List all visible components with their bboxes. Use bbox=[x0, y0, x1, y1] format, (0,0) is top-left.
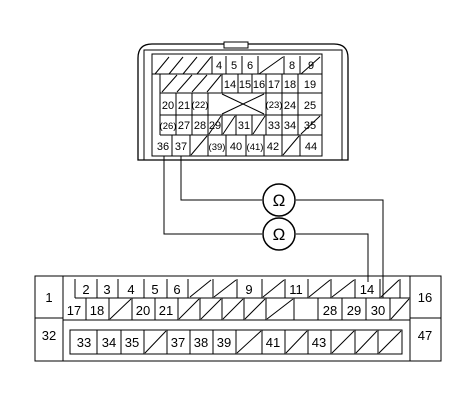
ohm-symbol: Ω bbox=[273, 191, 286, 210]
lower-connector bbox=[34, 275, 442, 362]
upper-pin-label: 14 bbox=[224, 79, 236, 91]
ohmmeter-icon bbox=[262, 217, 296, 251]
lower-pin-label: 47 bbox=[418, 328, 432, 343]
lower-pin-label: 30 bbox=[371, 303, 385, 318]
lower-pin-label: 28 bbox=[323, 303, 337, 318]
upper-pin-label: 16 bbox=[253, 79, 265, 91]
upper-pin-label: 4 bbox=[216, 60, 222, 72]
upper-connector-latch bbox=[223, 41, 249, 49]
upper-pin-label: 42 bbox=[267, 141, 279, 153]
upper-pin-label: (41) bbox=[247, 142, 264, 153]
upper-pin-labels: 4 5 6 8 9 14 15 16 17 18 19 20 21 (22) (… bbox=[157, 60, 317, 153]
upper-pin-label: 29 bbox=[209, 120, 221, 132]
lower-pin-label: 20 bbox=[136, 303, 150, 318]
lower-pin-label: 5 bbox=[151, 282, 158, 297]
upper-pin-label: 36 bbox=[157, 141, 169, 153]
ohm-symbol: Ω bbox=[273, 225, 286, 244]
lower-pin-label: 33 bbox=[77, 335, 91, 350]
lower-pin-label: 6 bbox=[173, 282, 180, 297]
upper-pin-label: 8 bbox=[289, 60, 295, 72]
lower-pin-label: 14 bbox=[360, 282, 374, 297]
ohmmeter-icon bbox=[262, 183, 296, 217]
lower-pin-label: 3 bbox=[103, 282, 110, 297]
lower-pin-label: 2 bbox=[82, 282, 89, 297]
upper-pin-label: 19 bbox=[304, 79, 316, 91]
upper-pin-label: 15 bbox=[239, 79, 251, 91]
upper-pin-label: (39) bbox=[209, 142, 226, 153]
ohmmeter-upper: Ω bbox=[262, 183, 296, 217]
test-lead-pin36-to-pin14 bbox=[163, 156, 369, 282]
upper-pin-label: 40 bbox=[230, 141, 242, 153]
lower-pin-label: 21 bbox=[159, 303, 173, 318]
test-lead-pin37-to-pin30 bbox=[180, 156, 384, 298]
lower-pin-label: 37 bbox=[171, 335, 185, 350]
lower-pin-label: 41 bbox=[266, 335, 280, 350]
upper-connector bbox=[137, 41, 349, 161]
upper-pin-label: 37 bbox=[175, 141, 187, 153]
upper-pin-label: 17 bbox=[268, 79, 280, 91]
upper-pin-label: (26) bbox=[160, 121, 177, 132]
lower-pin-label: 16 bbox=[418, 290, 432, 305]
upper-pin-label: 24 bbox=[284, 100, 296, 112]
upper-pin-label: 44 bbox=[305, 141, 317, 153]
upper-pin-label: 35 bbox=[304, 120, 316, 132]
upper-pin-label: 18 bbox=[284, 79, 296, 91]
upper-pin-label: 34 bbox=[284, 120, 296, 132]
lower-pin-label: 11 bbox=[289, 282, 303, 297]
upper-pin-label: 28 bbox=[194, 120, 206, 132]
upper-connector-shell bbox=[137, 43, 349, 161]
upper-pin-label: 6 bbox=[247, 60, 253, 72]
lower-pin-label: 1 bbox=[45, 290, 52, 305]
lower-pin-label: 35 bbox=[125, 335, 139, 350]
lower-pin-labels: 1 16 32 47 2 3 4 5 6 9 11 14 17 18 20 21… bbox=[42, 282, 432, 350]
test-leads bbox=[163, 156, 384, 298]
upper-pin-label: (23) bbox=[266, 100, 283, 111]
ohmmeter-lower: Ω bbox=[262, 217, 296, 251]
lower-pin-label: 9 bbox=[245, 282, 252, 297]
lower-pin-label: 32 bbox=[42, 328, 56, 343]
upper-pin-label: 21 bbox=[178, 100, 190, 112]
lower-pin-label: 17 bbox=[67, 303, 81, 318]
upper-pin-label: 20 bbox=[162, 100, 174, 112]
upper-pin-label: 5 bbox=[231, 60, 237, 72]
lower-pin-label: 29 bbox=[347, 303, 361, 318]
lower-pin-label: 43 bbox=[312, 335, 326, 350]
upper-pin-label: 25 bbox=[304, 100, 316, 112]
lower-pin-label: 39 bbox=[217, 335, 231, 350]
lower-pin-label: 4 bbox=[127, 282, 134, 297]
upper-pin-label: 27 bbox=[178, 120, 190, 132]
upper-pin-label: (22) bbox=[192, 100, 209, 111]
upper-connector-rim bbox=[143, 49, 343, 161]
upper-pin-label: 31 bbox=[238, 120, 250, 132]
upper-pin-label: 9 bbox=[308, 60, 314, 72]
lower-pin-label: 38 bbox=[194, 335, 208, 350]
lower-pin-label: 34 bbox=[102, 335, 116, 350]
upper-pin-label: 33 bbox=[268, 120, 280, 132]
lower-pin-label: 18 bbox=[90, 303, 104, 318]
